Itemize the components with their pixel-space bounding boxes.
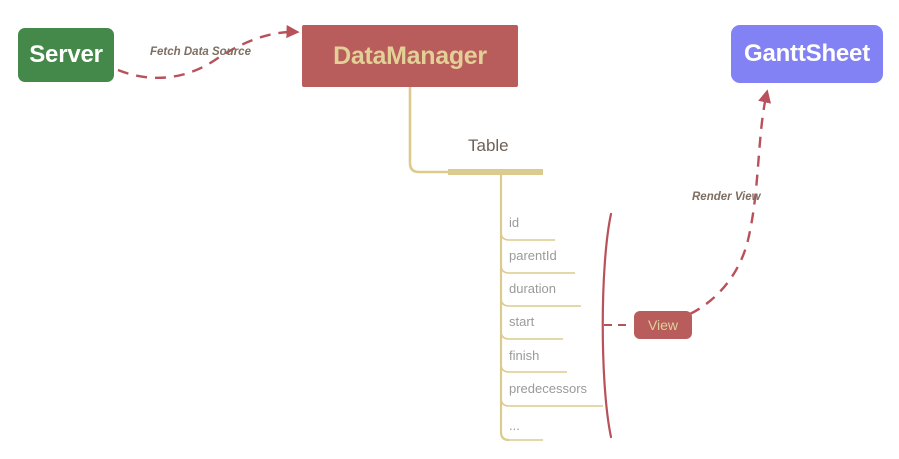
field-underline-id — [500, 231, 555, 241]
table-field-spine — [499, 172, 510, 442]
edge-render-view-arrow — [689, 89, 772, 316]
edge-label-fetch-data-source: Fetch Data Source — [150, 46, 251, 58]
table-field-id: id — [509, 215, 520, 230]
table-field-start: start — [509, 314, 535, 329]
node-server[interactable]: Server — [18, 28, 114, 82]
field-underline-finish — [500, 363, 567, 373]
node-datamanager[interactable]: DataManager — [302, 25, 518, 87]
field-underline-predecessors — [500, 397, 603, 407]
table-field-finish: finish — [509, 348, 540, 363]
table-field-predecessors: predecessors — [509, 381, 588, 396]
table-field-duration: duration — [509, 281, 556, 296]
edge-datamanager-to-table — [408, 87, 448, 174]
table-field-ellipsis: ... — [509, 418, 520, 433]
branch-label-table: Table — [468, 136, 509, 155]
node-view[interactable]: View — [634, 311, 692, 339]
field-underline-parentid — [500, 264, 575, 274]
field-underline-duration — [500, 297, 581, 307]
field-underline-ellipsis — [500, 431, 543, 441]
edge-label-render-view: Render View — [692, 191, 761, 203]
node-ganttsheet[interactable]: GanttSheet — [731, 25, 883, 83]
field-group-brace — [601, 212, 613, 439]
field-underline-start — [500, 330, 563, 340]
table-field-parentid: parentId — [509, 248, 557, 263]
